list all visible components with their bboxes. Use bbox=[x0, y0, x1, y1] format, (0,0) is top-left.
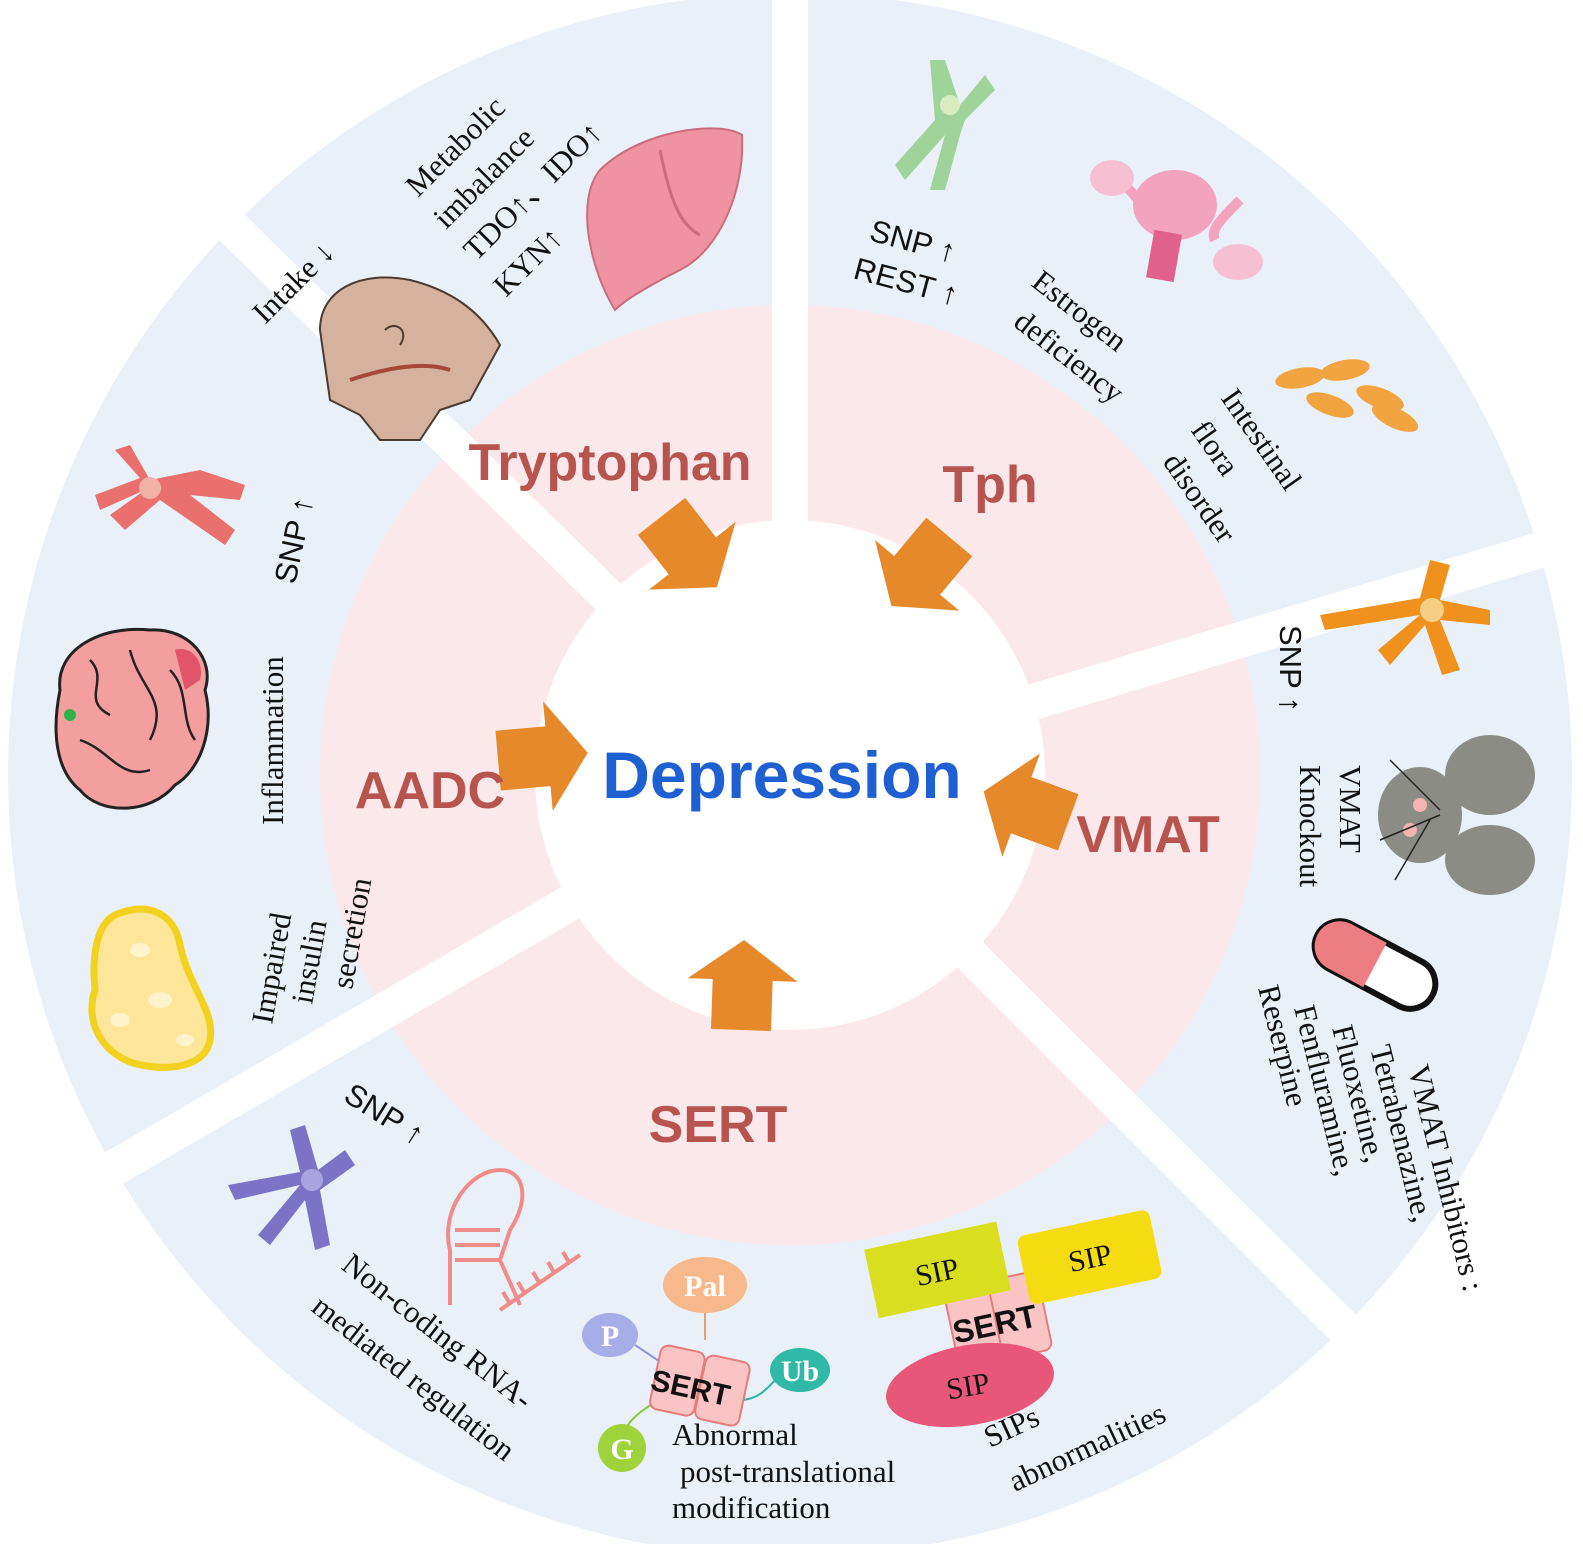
ptm-text-2: post-translational bbox=[680, 1454, 895, 1489]
tryptophan-arrow bbox=[637, 497, 736, 590]
aadc-label: AADC bbox=[355, 762, 505, 820]
ub-text: Ub bbox=[781, 1355, 819, 1388]
sip-box-1 bbox=[864, 1221, 1011, 1319]
p-text: P bbox=[601, 1320, 619, 1353]
tph-label: Tph bbox=[942, 456, 1037, 514]
sip-oval bbox=[886, 1342, 1054, 1428]
brain-icon bbox=[54, 627, 210, 810]
ptm-text-3: modification bbox=[672, 1490, 831, 1525]
center-circle bbox=[535, 520, 1045, 1030]
p-bubble bbox=[582, 1313, 638, 1357]
vmat-arrow bbox=[983, 753, 1079, 857]
chromosome-icon bbox=[228, 1125, 355, 1250]
knockout-text-2: Knockout bbox=[1293, 765, 1328, 888]
knockout-text-1: VMAT bbox=[1333, 765, 1368, 853]
g-bubble bbox=[598, 1424, 646, 1472]
aadc-arrow bbox=[495, 701, 588, 812]
arrows bbox=[495, 497, 1079, 1032]
uterus-icon bbox=[1090, 160, 1263, 283]
sip-text-3: SIP bbox=[944, 1366, 992, 1406]
tph-inner-wedge bbox=[790, 305, 1260, 775]
center-label: Depression bbox=[602, 738, 961, 812]
head-digestion-icon bbox=[318, 276, 502, 441]
tryptophan-label: Tryptophan bbox=[468, 434, 751, 492]
mouse-icon bbox=[1378, 735, 1535, 895]
tph-arrow bbox=[875, 517, 973, 611]
liver-icon bbox=[586, 127, 744, 312]
inflammation-text: Inflammation bbox=[255, 656, 290, 825]
pancreas-icon bbox=[88, 905, 215, 1071]
chromosome-icon bbox=[1320, 560, 1490, 675]
vmat-snp-text: SNP ↑ bbox=[1273, 625, 1308, 712]
ub-bubble bbox=[770, 1348, 830, 1392]
chromosome-icon bbox=[95, 445, 245, 545]
tph-outer-wedge bbox=[790, 0, 1572, 775]
rna-hairpin-icon bbox=[446, 1167, 582, 1312]
pal-text: Pal bbox=[684, 1270, 726, 1303]
transporter-icon: Pal P Ub G SERT bbox=[582, 1257, 830, 1472]
bacteria-icon bbox=[1275, 359, 1419, 432]
chromosome-icon bbox=[895, 60, 995, 190]
pal-bubble bbox=[663, 1257, 747, 1313]
sip-complex-icon: SIP SIP SIP SERT bbox=[864, 1210, 1162, 1428]
capsule-icon bbox=[1311, 918, 1439, 1012]
vmat-label: VMAT bbox=[1076, 806, 1220, 864]
sert-arrow bbox=[687, 940, 798, 1032]
sip-box-2 bbox=[1017, 1210, 1162, 1304]
sert-label: SERT bbox=[649, 1096, 788, 1154]
ptm-text-1: Abnormal bbox=[672, 1417, 798, 1452]
g-text: G bbox=[610, 1433, 633, 1466]
